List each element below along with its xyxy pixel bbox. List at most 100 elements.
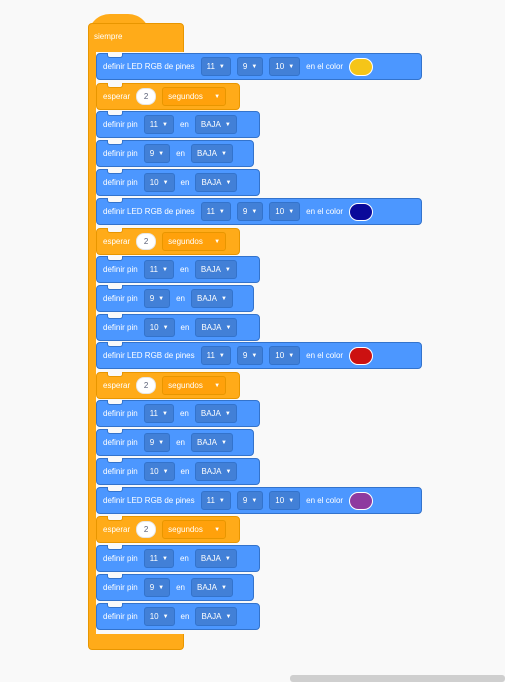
wait-block[interactable]: esperar 2 segundos▼ <box>96 83 240 110</box>
set-pin-block[interactable]: definir pin 9▼ en BAJA▼ <box>96 429 254 456</box>
set-pin-block[interactable]: definir pin 10▼ en BAJA▼ <box>96 169 260 196</box>
chevron-down-icon: ▼ <box>162 468 169 475</box>
pin-dropdown[interactable]: 11▼ <box>143 404 174 423</box>
color-label: en el color <box>306 496 344 505</box>
color-swatch[interactable] <box>349 202 374 221</box>
pin-r-value: 11 <box>206 496 215 505</box>
wait-seconds-input[interactable]: 2 <box>136 377 157 394</box>
pin-state-dropdown[interactable]: BAJA▼ <box>194 115 237 134</box>
rgb-led-block[interactable]: definir LED RGB de pines 11▼ 9▼ 10▼ en e… <box>96 342 422 369</box>
pin-dropdown[interactable]: 10▼ <box>143 318 175 337</box>
pin-state-dropdown[interactable]: BAJA▼ <box>195 462 238 481</box>
chevron-down-icon: ▼ <box>218 497 225 504</box>
set-pin-block[interactable]: definir pin 10▼ en BAJA▼ <box>96 603 260 630</box>
pin-dropdown[interactable]: 10▼ <box>143 462 175 481</box>
chevron-down-icon: ▼ <box>221 439 227 446</box>
set-pin-block[interactable]: definir pin 11▼ en BAJA▼ <box>96 400 260 427</box>
set-pin-block[interactable]: definir pin 9▼ en BAJA▼ <box>96 140 254 167</box>
pin-b-dropdown[interactable]: 10▼ <box>269 491 301 510</box>
pin-value: 11 <box>149 554 158 563</box>
pin-r-dropdown[interactable]: 11▼ <box>200 346 231 365</box>
color-swatch[interactable] <box>349 491 374 510</box>
rgb-led-label: definir LED RGB de pines <box>103 62 195 71</box>
set-pin-block[interactable]: definir pin 11▼ en BAJA▼ <box>96 256 260 283</box>
set-pin-label: definir pin <box>103 612 138 621</box>
pin-state-dropdown[interactable]: BAJA▼ <box>191 433 233 452</box>
pin-state-dropdown[interactable]: BAJA▼ <box>195 607 238 626</box>
set-pin-block[interactable]: definir pin 11▼ en BAJA▼ <box>96 111 260 138</box>
chevron-down-icon: ▼ <box>158 439 165 446</box>
pin-g-value: 9 <box>242 496 248 505</box>
pin-dropdown[interactable]: 9▼ <box>143 433 171 452</box>
set-pin-block[interactable]: definir pin 10▼ en BAJA▼ <box>96 458 260 485</box>
pin-state-dropdown[interactable]: BAJA▼ <box>194 549 237 568</box>
pin-state-dropdown[interactable]: BAJA▼ <box>194 404 237 423</box>
rgb-led-block[interactable]: definir LED RGB de pines 11▼ 9▼ 10▼ en e… <box>96 53 422 80</box>
chevron-down-icon: ▼ <box>221 150 227 157</box>
pin-g-value: 9 <box>242 207 248 216</box>
pin-dropdown[interactable]: 9▼ <box>143 144 171 163</box>
pin-r-dropdown[interactable]: 11▼ <box>200 491 231 510</box>
pin-g-dropdown[interactable]: 9▼ <box>236 491 264 510</box>
color-swatch[interactable] <box>349 57 374 76</box>
time-unit-dropdown[interactable]: segundos▼ <box>162 520 227 539</box>
set-pin-mid-label: en <box>180 467 190 476</box>
pin-state-value: BAJA <box>200 265 221 274</box>
pin-b-dropdown[interactable]: 10▼ <box>269 346 301 365</box>
chevron-down-icon: ▼ <box>162 266 168 273</box>
pin-dropdown[interactable]: 10▼ <box>143 173 175 192</box>
set-pin-block[interactable]: definir pin 11▼ en BAJA▼ <box>96 545 260 572</box>
wait-seconds-input[interactable]: 2 <box>136 233 157 250</box>
pin-state-dropdown[interactable]: BAJA▼ <box>191 289 233 308</box>
set-pin-mid-label: en <box>180 323 190 332</box>
pin-state-dropdown[interactable]: BAJA▼ <box>191 578 233 597</box>
pin-dropdown[interactable]: 11▼ <box>143 115 174 134</box>
pin-b-dropdown[interactable]: 10▼ <box>269 202 301 221</box>
horizontal-scrollbar[interactable] <box>290 675 505 682</box>
set-pin-mid-label: en <box>176 294 185 303</box>
chevron-down-icon: ▼ <box>162 121 168 128</box>
time-unit-dropdown[interactable]: segundos▼ <box>162 376 227 395</box>
wait-block[interactable]: esperar 2 segundos▼ <box>96 228 240 255</box>
set-pin-label: definir pin <box>103 583 138 592</box>
wait-block[interactable]: esperar 2 segundos▼ <box>96 516 240 543</box>
pin-dropdown[interactable]: 11▼ <box>143 549 174 568</box>
pin-r-dropdown[interactable]: 11▼ <box>200 57 231 76</box>
wait-label: esperar <box>103 381 131 390</box>
wait-block[interactable]: esperar 2 segundos▼ <box>96 372 240 399</box>
wait-seconds-input[interactable]: 2 <box>136 521 157 538</box>
set-pin-mid-label: en <box>180 178 190 187</box>
pin-dropdown[interactable]: 9▼ <box>143 578 171 597</box>
set-pin-block[interactable]: definir pin 9▼ en BAJA▼ <box>96 285 254 312</box>
pin-dropdown[interactable]: 11 ▼ <box>143 260 174 279</box>
time-unit-dropdown[interactable]: segundos▼ <box>162 232 227 251</box>
pin-r-dropdown[interactable]: 11▼ <box>200 202 231 221</box>
wait-seconds-input[interactable]: 2 <box>136 88 157 105</box>
rgb-led-block[interactable]: definir LED RGB de pines 11▼ 9▼ 10▼ en e… <box>96 198 422 225</box>
pin-value: 11 <box>149 265 158 274</box>
pin-state-dropdown[interactable]: BAJA▼ <box>195 173 238 192</box>
chevron-down-icon: ▼ <box>288 63 295 70</box>
pin-state-dropdown[interactable]: BAJA▼ <box>191 144 233 163</box>
chevron-down-icon: ▼ <box>224 121 231 128</box>
pin-dropdown[interactable]: 9▼ <box>143 289 171 308</box>
color-swatch[interactable] <box>349 346 374 365</box>
block-notch <box>107 53 123 58</box>
pin-g-dropdown[interactable]: 9▼ <box>236 57 264 76</box>
pin-g-dropdown[interactable]: 9▼ <box>236 346 264 365</box>
time-unit-dropdown[interactable]: segundos▼ <box>162 87 227 106</box>
set-pin-block[interactable]: definir pin 10▼ en BAJA▼ <box>96 314 260 341</box>
set-pin-label: definir pin <box>103 554 138 563</box>
pin-state-dropdown[interactable]: BAJA▼ <box>194 260 237 279</box>
pin-dropdown[interactable]: 10▼ <box>143 607 175 626</box>
rgb-led-label: definir LED RGB de pines <box>103 496 195 505</box>
pin-g-dropdown[interactable]: 9▼ <box>236 202 264 221</box>
set-pin-block[interactable]: definir pin 9▼ en BAJA▼ <box>96 574 254 601</box>
pin-b-dropdown[interactable]: 10▼ <box>269 57 301 76</box>
block-notch <box>107 256 123 261</box>
pin-state-dropdown[interactable]: BAJA▼ <box>195 318 238 337</box>
chevron-down-icon: ▼ <box>288 352 295 359</box>
rgb-led-block[interactable]: definir LED RGB de pines 11▼ 9▼ 10▼ en e… <box>96 487 422 514</box>
block-notch <box>107 574 123 579</box>
